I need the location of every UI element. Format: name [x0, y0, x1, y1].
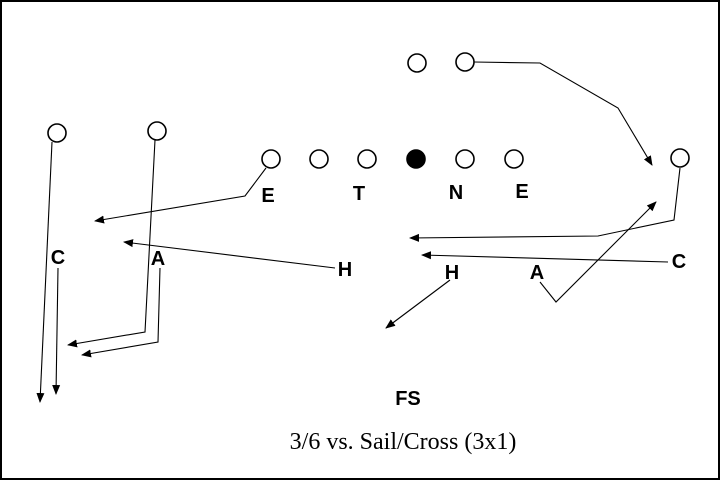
- offense-player-rg2: [357, 149, 377, 169]
- label-right-corner: C: [672, 251, 686, 273]
- offense-player-rb: [455, 52, 475, 72]
- label-free-safety: FS: [395, 388, 421, 410]
- drop-right-apex: [539, 201, 657, 303]
- offense-player-wr-right: [670, 148, 690, 168]
- offense-player-wr-outside-left: [47, 123, 67, 143]
- route-slot-left-sail: [67, 139, 156, 348]
- offense-player-wr-slot-left: [147, 121, 167, 141]
- offense-player-lg: [309, 149, 329, 169]
- offense-player-lt: [261, 149, 281, 169]
- drop-left-apex: [81, 267, 161, 358]
- label-tackle: T: [353, 183, 365, 205]
- label-left-hook: H: [338, 259, 352, 281]
- drop-left-end: [94, 167, 267, 224]
- label-right-end: E: [515, 181, 528, 203]
- drop-right-hook: [385, 279, 451, 329]
- label-left-corner: C: [51, 247, 65, 269]
- drop-left-corner: [52, 267, 61, 395]
- offense-player-rt: [504, 149, 524, 169]
- drop-left-hook: [123, 239, 336, 269]
- offense-center-ball: [406, 149, 426, 169]
- label-right-apex: A: [530, 262, 544, 284]
- drop-right-corner: [421, 251, 669, 263]
- offense-player-qb: [407, 53, 427, 73]
- offense-player-rg: [455, 149, 475, 169]
- route-outside-left-go: [36, 141, 53, 403]
- diagram-title: 3/6 vs. Sail/Cross (3x1): [290, 429, 517, 455]
- label-nose: N: [449, 182, 463, 204]
- label-left-end: E: [261, 185, 274, 207]
- route-right-cross: [409, 167, 681, 242]
- route-back-wheel: [473, 61, 653, 166]
- label-left-apex: A: [151, 248, 165, 270]
- label-right-hook: H: [445, 262, 459, 284]
